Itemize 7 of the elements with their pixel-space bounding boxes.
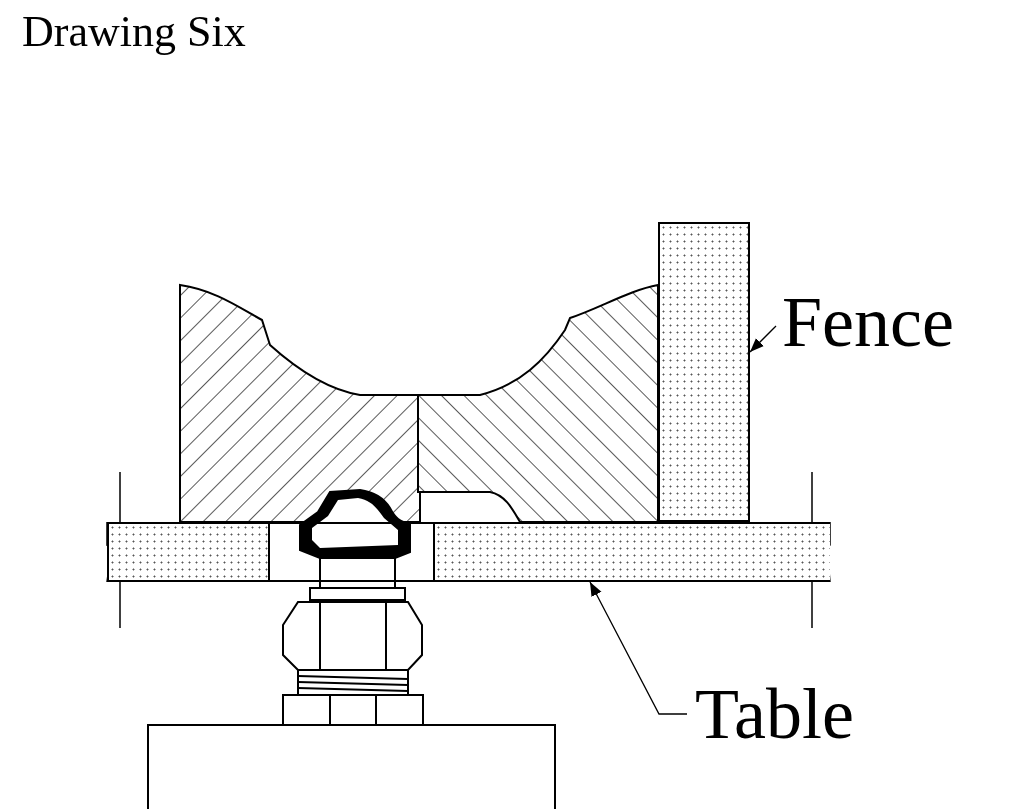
leader-line [749, 325, 777, 353]
drawing-title: Drawing Six [22, 8, 246, 57]
fence-board [658, 222, 750, 522]
router-table [107, 522, 830, 582]
part-label: Table [695, 678, 854, 750]
leader-line [589, 581, 688, 715]
part-label: Fence [782, 286, 954, 358]
